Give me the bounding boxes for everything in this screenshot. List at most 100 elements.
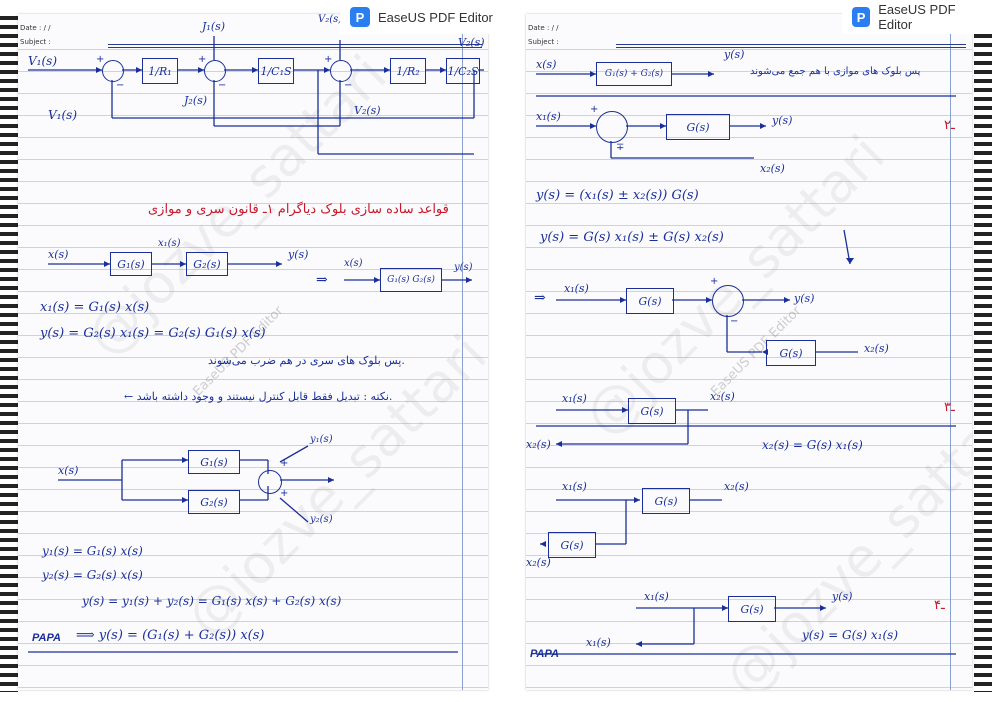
p2-back: x₂(s) bbox=[526, 556, 551, 569]
p3-output: y(s) bbox=[832, 590, 853, 603]
p3-eq: y(s) = G(s) x₁(s) bbox=[802, 628, 899, 642]
eq-final: ⟹ y(s) = (G₁(s) + G₂(s)) x(s) bbox=[76, 628, 265, 643]
p2-output: x₂(s) bbox=[724, 480, 749, 493]
parallel-input: x(s) bbox=[58, 464, 79, 477]
moved-output: y(s) bbox=[794, 292, 815, 305]
top-output: y(s) bbox=[724, 48, 745, 61]
margin-line bbox=[950, 14, 951, 690]
r2-eq1: y(s) = (x₁(s) ± x₂(s)) G(s) bbox=[536, 188, 699, 203]
rule-3-number: ۳ـ bbox=[944, 400, 955, 415]
eq-x1: x₁(s) = G₁(s) x(s) bbox=[40, 300, 150, 315]
spiral-binding-left bbox=[0, 16, 18, 692]
p1-output: x₂(s) bbox=[710, 390, 735, 403]
d1-feedback-label: V₁(s) bbox=[48, 108, 77, 122]
notebook-page-right: Date : / / Subject : @jozve_sattari @joz… bbox=[526, 14, 972, 690]
moved-x2: x₂(s) bbox=[864, 342, 889, 355]
d1-signal-j2: J₂(s) bbox=[184, 94, 208, 107]
block-1-r2: 1/R₂ bbox=[390, 58, 426, 84]
sign-plus: + bbox=[590, 104, 599, 115]
r2-eq2: y(s) = G(s) x₁(s) ± G(s) x₂(s) bbox=[540, 230, 724, 245]
header-rule bbox=[616, 44, 966, 48]
subject-label: Subject : bbox=[528, 38, 559, 46]
sum-junction bbox=[102, 60, 124, 82]
series-output: y(s) bbox=[288, 248, 309, 261]
sign-minus: − bbox=[218, 80, 227, 91]
sign-plus: + bbox=[280, 488, 289, 499]
diagram-lines bbox=[536, 71, 956, 655]
p3-input: x₁(s) bbox=[644, 590, 669, 603]
series-arrow: ⇒ bbox=[316, 272, 328, 288]
series-mid: x₁(s) bbox=[158, 238, 181, 249]
r2-output: y(s) bbox=[772, 114, 793, 127]
subject-label: Subject : bbox=[20, 38, 51, 46]
date-label: Date : / / bbox=[20, 24, 51, 32]
block-1-r1: 1/R₁ bbox=[142, 58, 178, 84]
block-1-c2s: 1/C₂S bbox=[446, 58, 480, 84]
sign-plus: + bbox=[710, 276, 719, 287]
series-input: x(s) bbox=[48, 248, 69, 261]
r2-block-g: G(s) bbox=[666, 114, 730, 140]
d1-signal-v2: V₂(s) bbox=[354, 104, 381, 117]
editor-badge-text: EaseUS PDF Editor bbox=[878, 2, 956, 32]
series-output2: y(s) bbox=[454, 262, 473, 273]
series-block-g2: G₂(s) bbox=[186, 252, 228, 276]
sign-plus: + bbox=[198, 54, 207, 65]
note-series: پس بلوک های سری در هم ضرب می‌شوند. bbox=[208, 354, 405, 367]
p1-input: x₁(s) bbox=[562, 392, 587, 405]
eq-y-series: y(s) = G₂(s) x₁(s) = G₂(s) G₁(s) x(s) bbox=[40, 326, 266, 341]
papa-label: PAPA bbox=[32, 632, 61, 644]
sum-junction bbox=[330, 60, 352, 82]
p3-block-g: G(s) bbox=[728, 596, 776, 622]
moved-block-g: G(s) bbox=[626, 288, 674, 314]
d1-input: V₁(s) bbox=[28, 54, 57, 68]
p2-feedback-block: G(s) bbox=[548, 532, 596, 558]
sum-junction bbox=[258, 470, 282, 494]
sign-minus: − bbox=[730, 316, 739, 327]
sum-junction bbox=[596, 111, 628, 143]
eq-y1: y₁(s) = G₁(s) x(s) bbox=[42, 544, 143, 558]
series-input2: x(s) bbox=[344, 258, 363, 269]
easeus-logo-icon: P bbox=[350, 7, 370, 27]
parallel-block-g2: G₂(s) bbox=[188, 490, 240, 514]
rule-4-number: ۴ـ bbox=[934, 598, 945, 613]
sum-junction bbox=[712, 285, 744, 317]
header-rule bbox=[108, 44, 482, 48]
rule-2-number: ۲ـ bbox=[944, 118, 955, 133]
editor-badge-right[interactable]: P EaseUS PDF Editor bbox=[842, 0, 993, 34]
ruled-lines bbox=[18, 14, 488, 690]
p1-back: x₂(s) bbox=[526, 438, 551, 451]
d1-output: V₂(s) bbox=[458, 36, 485, 49]
d1-signal-j1: J₁(s) bbox=[202, 20, 226, 33]
p1-block-g: G(s) bbox=[628, 398, 676, 424]
parallel-block-g1: G₁(s) bbox=[188, 450, 240, 474]
papa-label: PAPA bbox=[530, 648, 559, 660]
p3-back: x₁(s) bbox=[586, 636, 611, 649]
sign-plus: + bbox=[96, 54, 105, 65]
moved-arrow: ⇒ bbox=[534, 290, 546, 306]
moved-feedback-block: G(s) bbox=[766, 340, 816, 366]
p2-block-g: G(s) bbox=[642, 488, 690, 514]
editor-badge-left[interactable]: P EaseUS PDF Editor bbox=[340, 0, 503, 34]
top-block-sum: G₁(s) + G₂(s) bbox=[596, 62, 672, 86]
eq-parallel-sum: y(s) = y₁(s) + y₂(s) = G₁(s) x(s) + G₂(s… bbox=[82, 594, 342, 608]
note-tip: ← نکته : تبدیل فقط قابل کنترل نیستند و و… bbox=[124, 390, 393, 403]
spiral-binding-right bbox=[974, 16, 992, 692]
parallel-y1: y₁(s) bbox=[310, 434, 333, 445]
block-1-c1s: 1/C₁S bbox=[258, 58, 294, 84]
d1-signal-v2-top: V₂(s) bbox=[318, 14, 343, 25]
eq-y2: y₂(s) = G₂(s) x(s) bbox=[42, 568, 143, 582]
p2-input: x₁(s) bbox=[562, 480, 587, 493]
notebook-page-left: Date : / / Subject : @jozve_sattari @joz… bbox=[18, 14, 488, 690]
series-block-g1: G₁(s) bbox=[110, 252, 152, 276]
editor-badge-text: EaseUS PDF Editor bbox=[378, 9, 493, 25]
easeus-logo-icon: P bbox=[852, 7, 871, 27]
sign-minus: − bbox=[116, 80, 125, 91]
sign-minus: − bbox=[344, 80, 353, 91]
parallel-y2: y₂(s) bbox=[310, 514, 333, 525]
moved-input: x₁(s) bbox=[564, 282, 589, 295]
diagram-lines bbox=[28, 36, 484, 653]
sign-plus: + bbox=[280, 458, 289, 469]
sum-junction bbox=[204, 60, 226, 82]
top-input: x(s) bbox=[536, 58, 557, 71]
r2-x2: x₂(s) bbox=[760, 162, 785, 175]
